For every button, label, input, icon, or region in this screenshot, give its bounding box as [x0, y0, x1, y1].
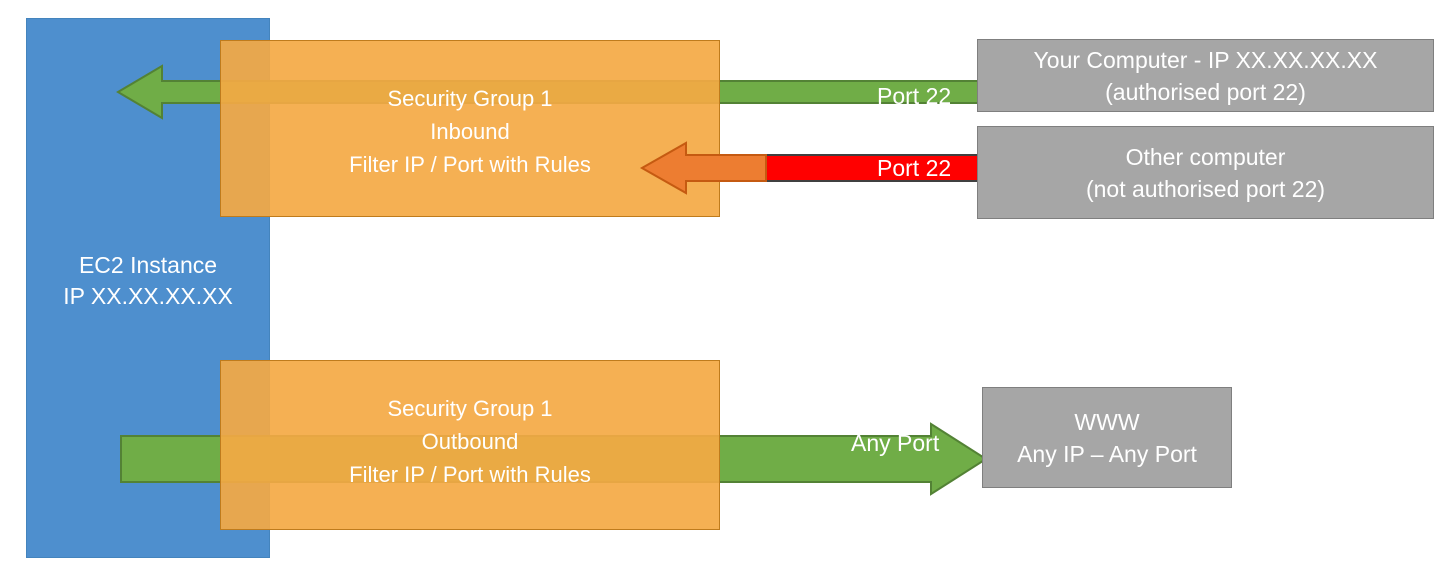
blocked-inbound-arrowhead-icon — [639, 141, 767, 195]
endpoint-other-computer: Other computer (not authorised port 22) — [977, 126, 1434, 219]
endpoint-other-computer-line1: Other computer — [1125, 143, 1286, 170]
endpoint-your-computer-line2: (authorised port 22) — [1105, 78, 1306, 105]
endpoint-other-computer-line2: (not authorised port 22) — [1085, 175, 1326, 202]
allowed-inbound-port-label: Port 22 — [877, 83, 952, 109]
security-group-inbound-box — [220, 40, 720, 217]
endpoint-www-line2: Any IP – Any Port — [1017, 440, 1197, 467]
blocked-inbound-port-label: Port 22 — [877, 155, 952, 181]
endpoint-www-line1: WWW — [1074, 408, 1140, 435]
allowed-outbound-port-label: Any Port — [851, 430, 940, 456]
ec2-instance-label: EC2 Instance IP XX.XX.XX.XX — [63, 252, 233, 309]
security-group-outbound-box — [220, 360, 720, 530]
endpoint-your-computer-line1: Your Computer - IP XX.XX.XX.XX — [1033, 46, 1378, 73]
endpoint-www: WWW Any IP – Any Port — [982, 387, 1232, 488]
endpoint-your-computer: Your Computer - IP XX.XX.XX.XX (authoris… — [977, 39, 1434, 112]
